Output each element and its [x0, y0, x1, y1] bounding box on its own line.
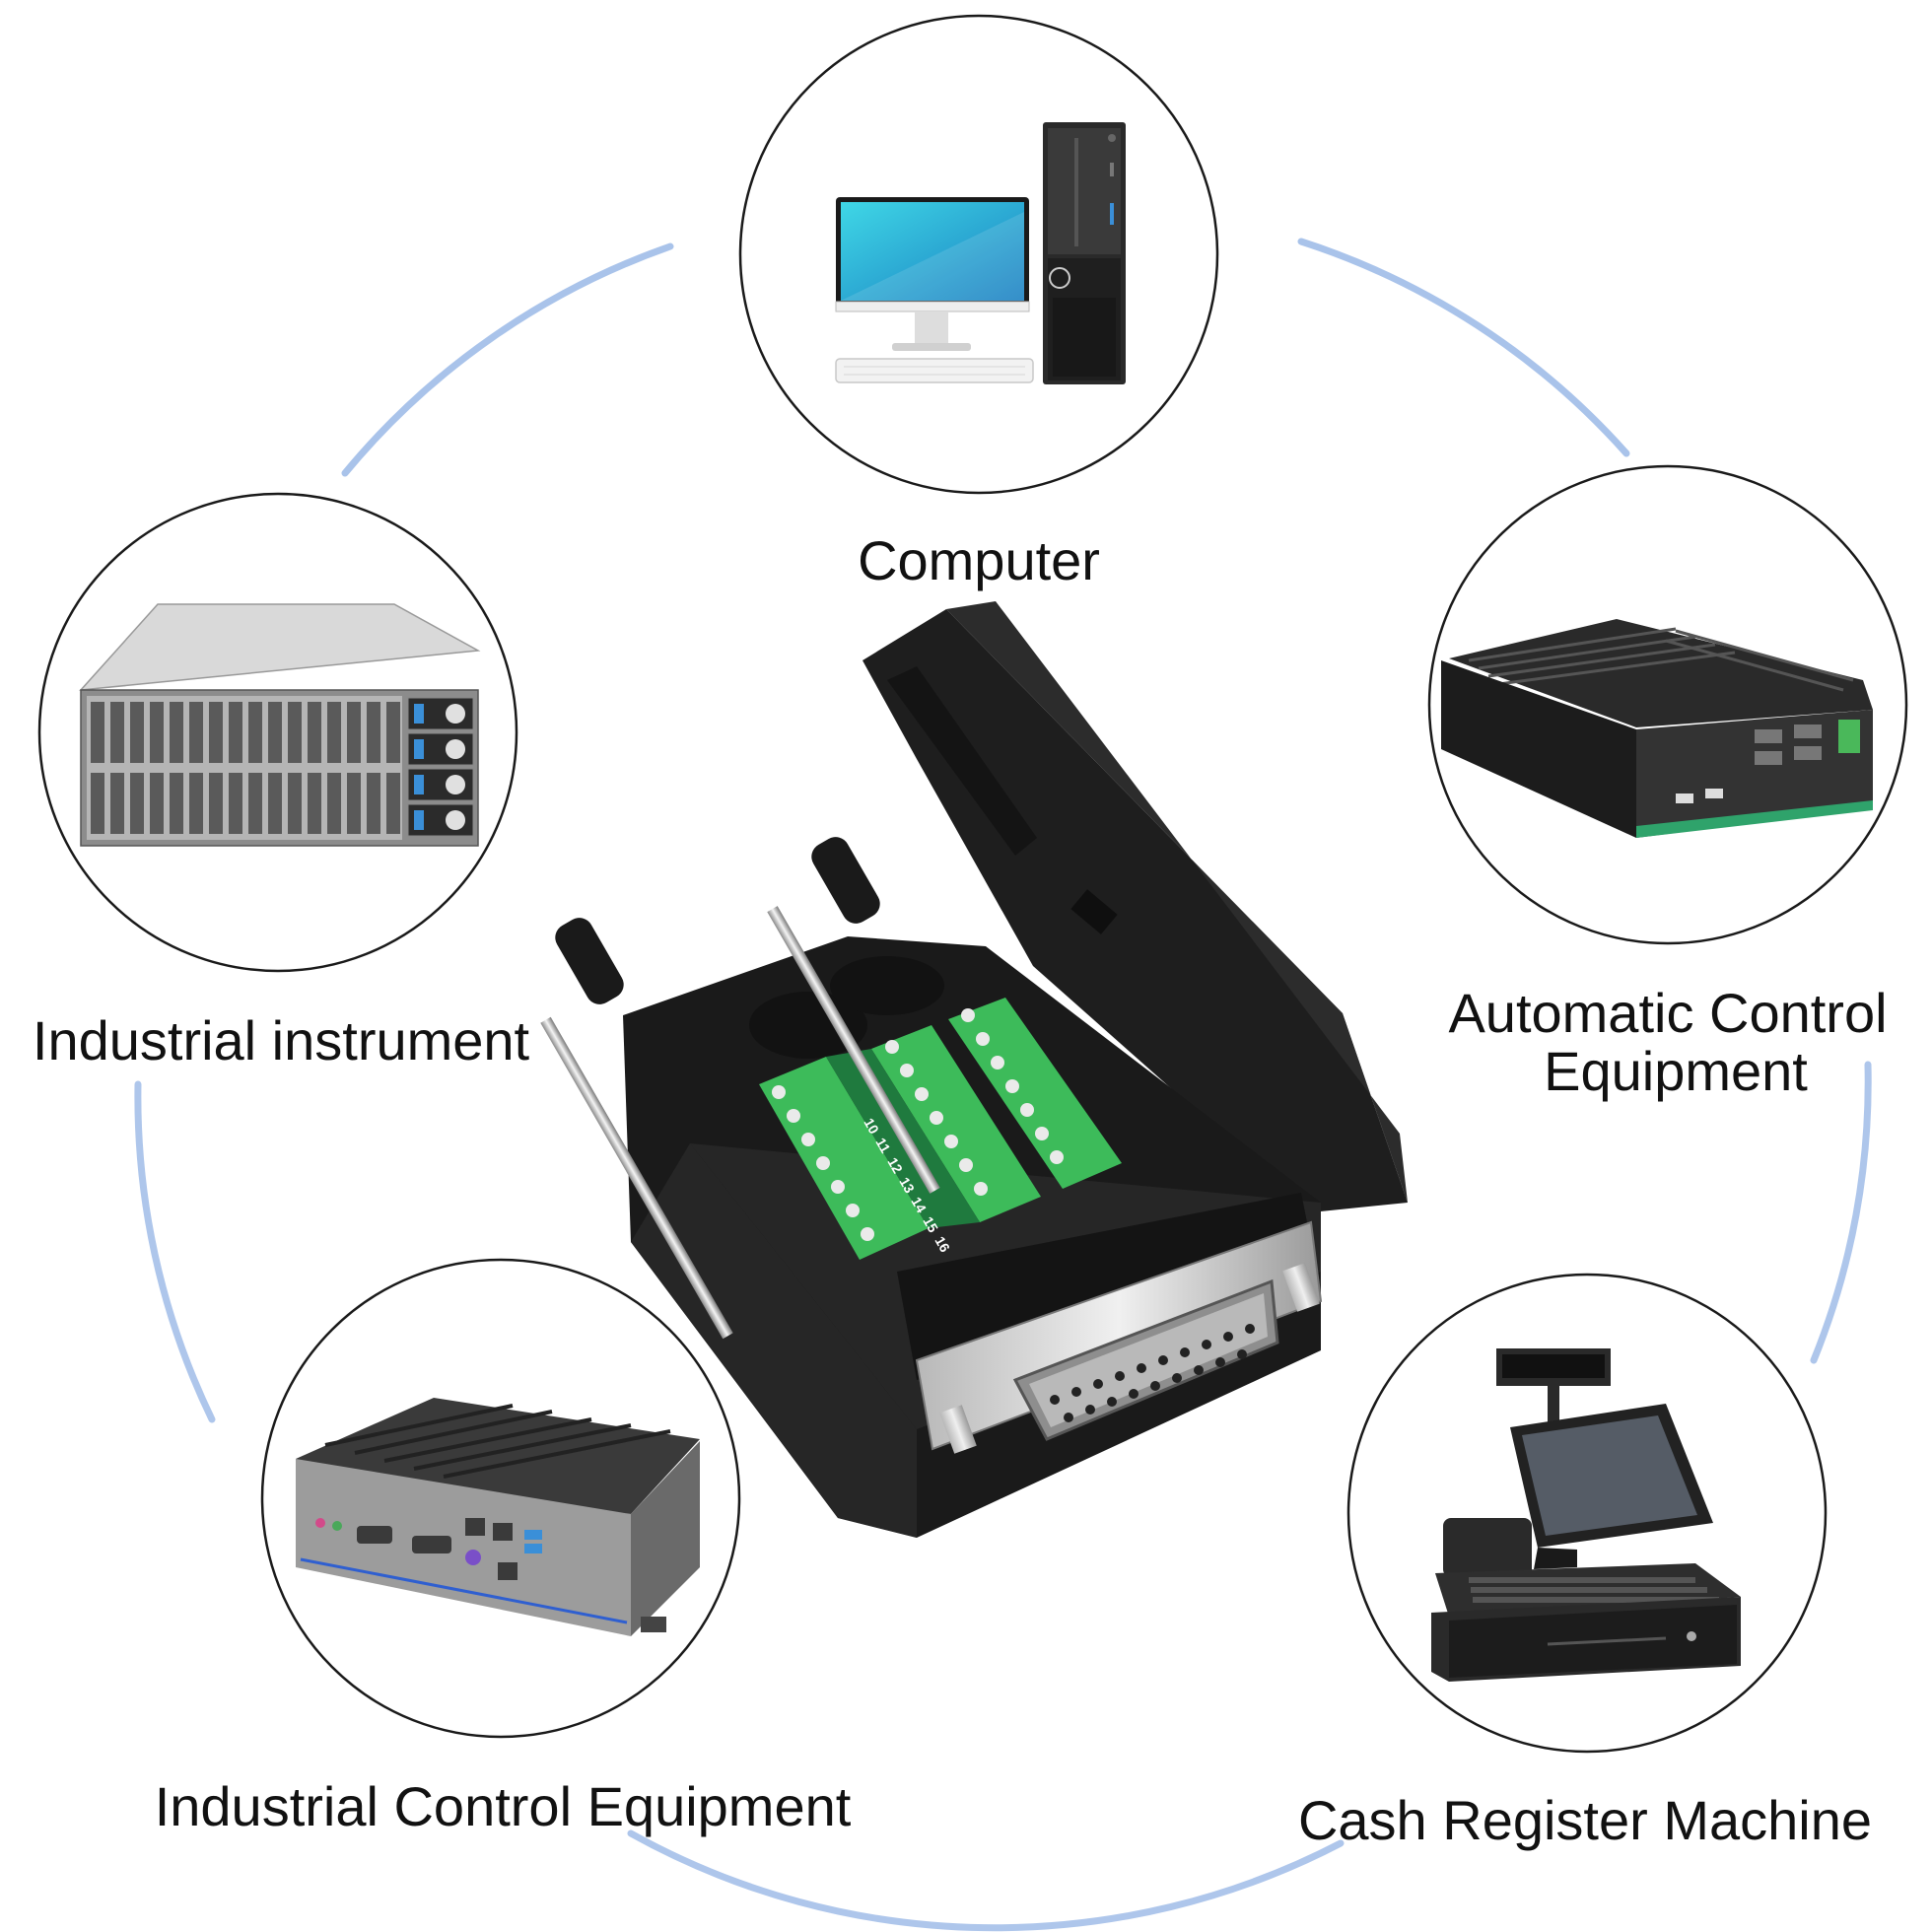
pin-label: 16 — [932, 1234, 953, 1256]
rack-server-icon — [79, 603, 481, 847]
automatic-control-icon-circle — [1427, 464, 1908, 945]
pin-label: 12 — [884, 1155, 906, 1177]
label-cash-register: Cash Register Machine — [1298, 1789, 1872, 1851]
label-automatic-control-line2: Equipment — [1544, 1040, 1808, 1102]
industrial-instrument-icon-circle — [37, 492, 518, 973]
db25-terminal-breakout-icon: 10 11 12 13 14 15 16 — [540, 601, 1408, 1538]
pin-labels: 10 11 12 13 14 15 16 — [861, 1116, 953, 1256]
industrial-pc-icon — [296, 1398, 700, 1636]
label-computer: Computer — [858, 529, 1100, 591]
desktop-computer-icon — [835, 122, 1126, 384]
pin-label: 10 — [861, 1116, 882, 1138]
screw-rods — [540, 837, 940, 1340]
computer-icon-circle — [738, 14, 1219, 495]
industrial-control-icon-circle — [260, 1258, 741, 1739]
pin-label: 14 — [908, 1195, 930, 1216]
db25-connector-face — [915, 1220, 1323, 1454]
fanless-pc-icon — [1441, 619, 1873, 838]
cash-register-icon-circle — [1346, 1273, 1828, 1754]
label-industrial-control: Industrial Control Equipment — [155, 1775, 852, 1837]
pin-label: 11 — [872, 1136, 893, 1156]
pos-terminal-icon — [1431, 1348, 1741, 1682]
label-industrial-instrument: Industrial instrument — [33, 1009, 530, 1071]
pin-label: 13 — [896, 1175, 918, 1197]
connecting-ring — [134, 238, 1872, 1932]
label-automatic-control-line1: Automatic Control — [1448, 982, 1887, 1044]
pin-label: 15 — [920, 1214, 941, 1236]
